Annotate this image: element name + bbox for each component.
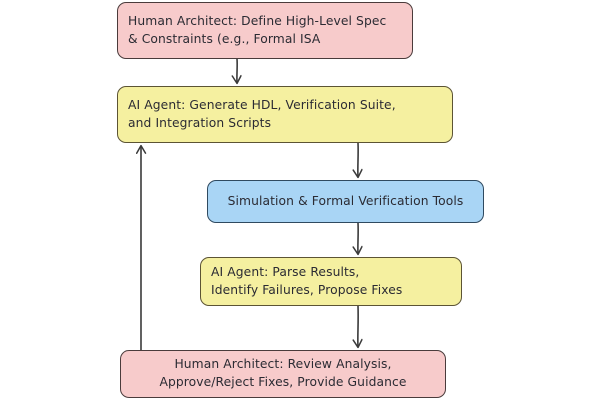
node-agent-generate-hdl[interactable]: AI Agent: Generate HDL, Verification Sui…	[117, 86, 454, 144]
node-label: Simulation & Formal Verification Tools	[227, 193, 464, 208]
node-agent-parse-results[interactable]: AI Agent: Parse Results, Identify Failur…	[200, 257, 463, 307]
node-human-review-analysis[interactable]: Human Architect: Review Analysis, Approv…	[120, 350, 447, 399]
node-label: Human Architect: Review Analysis, Approv…	[159, 357, 407, 389]
node-simulation-formal-verification-tools[interactable]: Simulation & Formal Verification Tools	[207, 180, 485, 224]
node-label: AI Agent: Generate HDL, Verification Sui…	[128, 97, 396, 130]
node-human-define-spec[interactable]: Human Architect: Define High-Level Spec …	[117, 2, 414, 60]
node-label: AI Agent: Parse Results, Identify Failur…	[211, 264, 403, 297]
node-label: Human Architect: Define High-Level Spec …	[128, 13, 387, 46]
